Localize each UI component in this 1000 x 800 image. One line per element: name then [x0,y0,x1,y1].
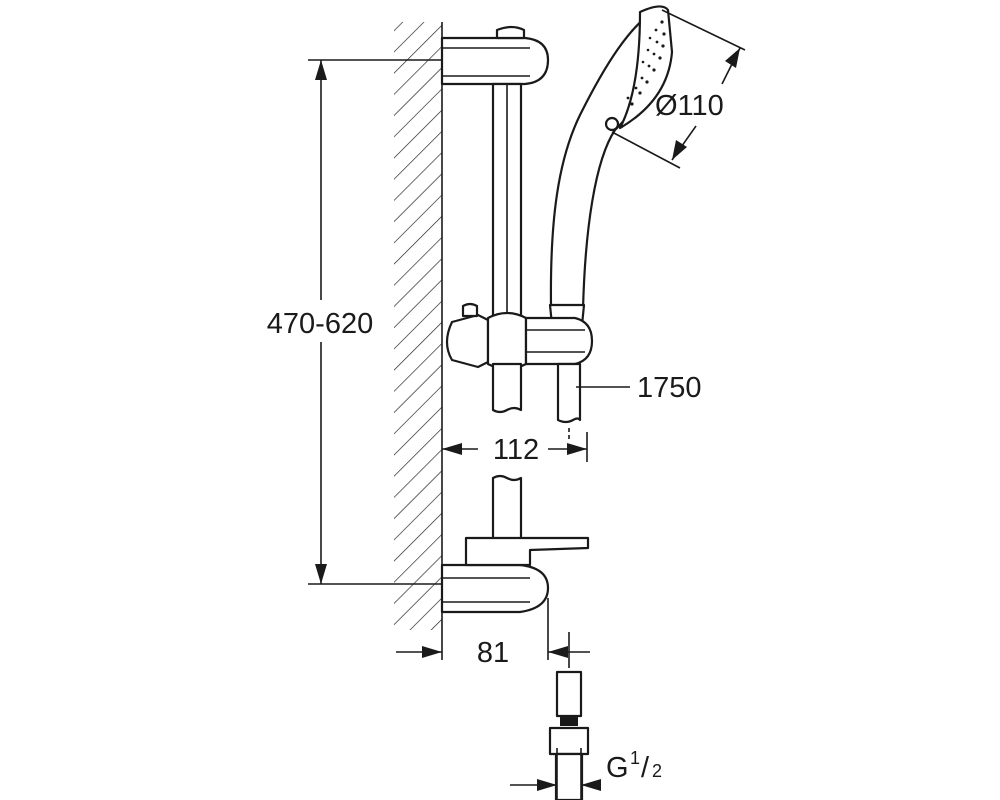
hand-shower-face [618,5,674,130]
dimension-hose-thread-numerator: 1 [630,748,640,768]
dimension-hose-thread-slash: / [641,752,650,784]
dimension-hose-length: 1750 [576,372,702,404]
hand-shower [548,5,674,327]
lower-bracket [440,536,590,614]
dimension-wall-offset-label: 81 [477,637,509,669]
wall [394,22,443,660]
rail-middle [491,362,523,414]
dimension-hose-thread: G 1 / 2 [510,632,662,800]
wall-hatching [394,22,442,630]
spray-nozzles [626,20,666,106]
dimension-head-diameter-label: Ø110 [655,90,724,122]
dimension-hose-length-label: 1750 [637,372,702,404]
dimension-rail-height: 470-620 [267,59,442,585]
hose-upper [556,362,582,424]
hose-end [548,670,590,800]
dimension-hose-thread-denominator: 2 [652,761,662,781]
upper-bracket [440,25,550,86]
dimension-rail-height-label: 470-620 [267,308,373,340]
slider-holder [445,302,594,371]
dimension-holder-offset: 112 [442,428,588,466]
rail-upper [491,82,523,332]
dimension-holder-offset-label: 112 [493,434,539,466]
dimension-hose-thread-prefix: G [606,752,629,784]
soap-dish [464,536,590,567]
dimension-head-diameter: Ø110 [611,9,746,169]
